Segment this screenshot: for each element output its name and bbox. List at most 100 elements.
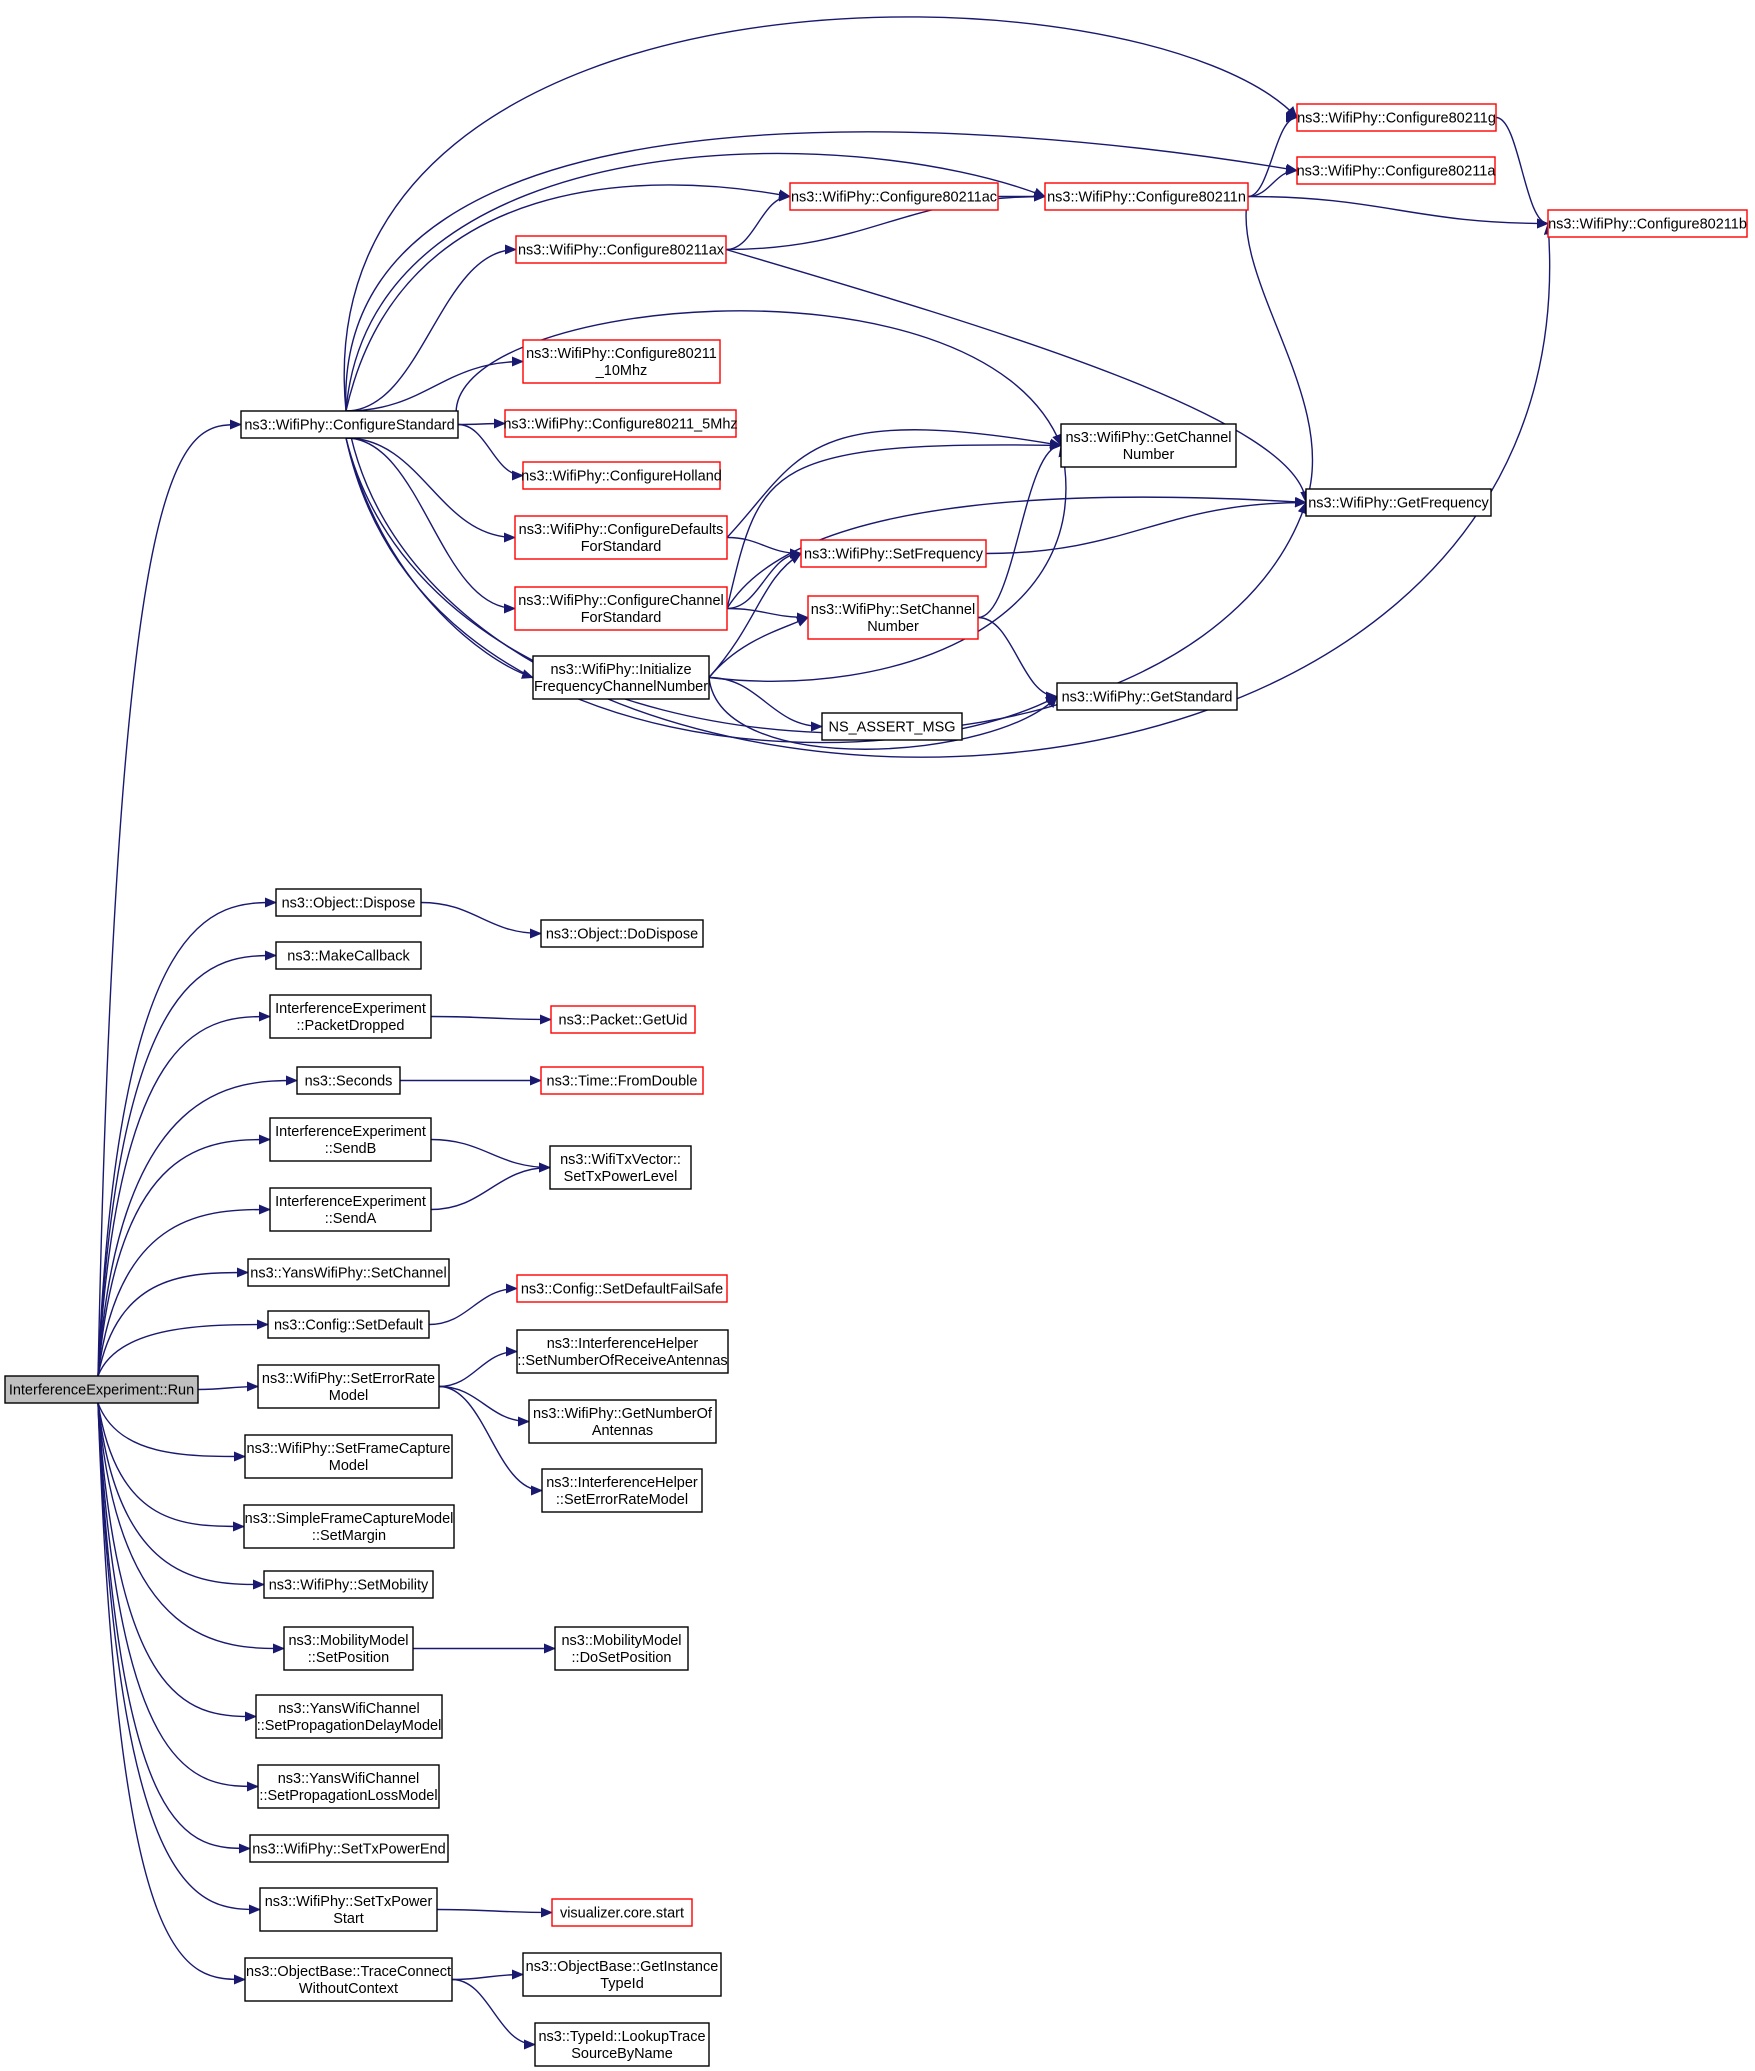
- node-setMobility[interactable]: ns3::WifiPhy::SetMobility: [263, 1570, 434, 1599]
- node-propDelay[interactable]: ns3::YansWifiChannel::SetPropagationDela…: [255, 1694, 443, 1739]
- node-box[interactable]: [515, 235, 727, 264]
- node-sendA[interactable]: InterferenceExperiment::SendA: [269, 1187, 432, 1232]
- node-box[interactable]: [1547, 209, 1748, 238]
- node-box[interactable]: [514, 515, 728, 560]
- node-box[interactable]: [269, 1117, 432, 1162]
- node-sendB[interactable]: InterferenceExperiment::SendB: [269, 1117, 432, 1162]
- node-c80211ac[interactable]: ns3::WifiPhy::Configure80211ac: [789, 182, 999, 211]
- node-box[interactable]: [296, 1066, 401, 1095]
- node-box[interactable]: [259, 1887, 438, 1932]
- node-box[interactable]: [1296, 156, 1496, 185]
- node-box[interactable]: [255, 1694, 443, 1739]
- node-box[interactable]: [821, 712, 963, 741]
- node-box[interactable]: [263, 1570, 434, 1599]
- node-packetDropped[interactable]: InterferenceExperiment::PacketDropped: [269, 994, 432, 1039]
- node-box[interactable]: [541, 1468, 703, 1513]
- node-run[interactable]: InterferenceExperiment::Run: [4, 1375, 199, 1404]
- node-box[interactable]: [269, 994, 432, 1039]
- node-box[interactable]: [540, 1066, 704, 1095]
- node-configureStandard[interactable]: ns3::WifiPhy::ConfigureStandard: [240, 410, 459, 439]
- node-box[interactable]: [522, 461, 721, 490]
- node-failSafe[interactable]: ns3::Config::SetDefaultFailSafe: [516, 1274, 728, 1303]
- node-box[interactable]: [243, 1504, 455, 1549]
- node-getFreq[interactable]: ns3::WifiPhy::GetFrequency: [1305, 488, 1492, 517]
- node-box[interactable]: [540, 919, 704, 948]
- node-box[interactable]: [789, 182, 999, 211]
- node-seconds[interactable]: ns3::Seconds: [296, 1066, 401, 1095]
- node-box[interactable]: [244, 1434, 453, 1479]
- node-assertMsg[interactable]: NS_ASSERT_MSG: [821, 712, 963, 741]
- node-box[interactable]: [528, 1399, 717, 1444]
- node-box[interactable]: [514, 586, 728, 631]
- node-box[interactable]: [522, 1952, 722, 1997]
- node-fromDouble[interactable]: ns3::Time::FromDouble: [540, 1066, 704, 1095]
- node-box[interactable]: [550, 1005, 696, 1034]
- node-box[interactable]: [1056, 682, 1238, 711]
- node-box[interactable]: [504, 409, 737, 438]
- node-box[interactable]: [549, 1145, 692, 1190]
- node-ihErrorRate[interactable]: ns3::InterferenceHelper::SetErrorRateMod…: [541, 1468, 703, 1513]
- node-box[interactable]: [283, 1626, 414, 1671]
- node-setPosition[interactable]: ns3::MobilityModel::SetPosition: [283, 1626, 414, 1671]
- node-propLoss[interactable]: ns3::YansWifiChannel::SetPropagationLoss…: [257, 1764, 440, 1809]
- node-holland[interactable]: ns3::WifiPhy::ConfigureHolland: [521, 461, 722, 490]
- node-box[interactable]: [1296, 103, 1497, 132]
- node-dispose[interactable]: ns3::Object::Dispose: [275, 888, 422, 917]
- node-c80211a[interactable]: ns3::WifiPhy::Configure80211a: [1296, 156, 1497, 185]
- node-box[interactable]: [269, 1187, 432, 1232]
- node-makeCallback[interactable]: ns3::MakeCallback: [275, 941, 422, 970]
- node-box[interactable]: [275, 888, 422, 917]
- node-setErrorRate[interactable]: ns3::WifiPhy::SetErrorRateModel: [257, 1364, 440, 1409]
- node-box[interactable]: [257, 1364, 440, 1409]
- node-box[interactable]: [4, 1375, 199, 1404]
- node-box[interactable]: [807, 595, 979, 640]
- node-doSetPosition[interactable]: ns3::MobilityModel::DoSetPosition: [554, 1626, 689, 1671]
- node-box[interactable]: [1060, 423, 1237, 468]
- node-c10mhz[interactable]: ns3::WifiPhy::Configure80211_10Mhz: [522, 339, 721, 384]
- node-setFreq[interactable]: ns3::WifiPhy::SetFrequency: [800, 539, 987, 568]
- node-box[interactable]: [275, 941, 422, 970]
- node-box[interactable]: [257, 1764, 440, 1809]
- node-box[interactable]: [249, 1834, 449, 1863]
- node-box[interactable]: [516, 1274, 728, 1303]
- node-box[interactable]: [554, 1626, 689, 1671]
- node-box[interactable]: [534, 2022, 710, 2067]
- node-box[interactable]: [240, 410, 459, 439]
- node-txPowerEnd[interactable]: ns3::WifiPhy::SetTxPowerEnd: [249, 1834, 449, 1863]
- node-configSetDefault[interactable]: ns3::Config::SetDefault: [267, 1310, 430, 1339]
- node-txPowerLevel[interactable]: ns3::WifiTxVector::SetTxPowerLevel: [549, 1145, 692, 1190]
- node-box[interactable]: [551, 1898, 693, 1927]
- node-setMargin[interactable]: ns3::SimpleFrameCaptureModel::SetMargin: [243, 1504, 455, 1549]
- node-recvAntennas[interactable]: ns3::InterferenceHelper::SetNumberOfRece…: [516, 1329, 729, 1374]
- node-box[interactable]: [267, 1310, 430, 1339]
- node-getStandard[interactable]: ns3::WifiPhy::GetStandard: [1056, 682, 1238, 711]
- node-c80211b[interactable]: ns3::WifiPhy::Configure80211b: [1547, 209, 1748, 238]
- node-box[interactable]: [247, 1258, 450, 1287]
- node-defaults[interactable]: ns3::WifiPhy::ConfigureDefaultsForStanda…: [514, 515, 728, 560]
- node-c80211g[interactable]: ns3::WifiPhy::Configure80211g: [1296, 103, 1497, 132]
- node-initFreq[interactable]: ns3::WifiPhy::InitializeFrequencyChannel…: [532, 655, 710, 700]
- node-box[interactable]: [800, 539, 987, 568]
- node-doDispose[interactable]: ns3::Object::DoDispose: [540, 919, 704, 948]
- node-yansSetChannel[interactable]: ns3::YansWifiPhy::SetChannel: [247, 1258, 450, 1287]
- node-c5mhz[interactable]: ns3::WifiPhy::Configure80211_5Mhz: [503, 409, 738, 438]
- node-box[interactable]: [244, 1957, 453, 2002]
- node-box[interactable]: [532, 655, 710, 700]
- node-vizStart[interactable]: visualizer.core.start: [551, 1898, 693, 1927]
- node-getUid[interactable]: ns3::Packet::GetUid: [550, 1005, 696, 1034]
- node-chanForStd[interactable]: ns3::WifiPhy::ConfigureChannelForStandar…: [514, 586, 728, 631]
- node-c80211ax[interactable]: ns3::WifiPhy::Configure80211ax: [515, 235, 727, 264]
- node-traceConnect[interactable]: ns3::ObjectBase::TraceConnectWithoutCont…: [244, 1957, 453, 2002]
- node-box[interactable]: [1044, 182, 1249, 211]
- node-c80211n[interactable]: ns3::WifiPhy::Configure80211n: [1044, 182, 1249, 211]
- node-box[interactable]: [522, 339, 721, 384]
- node-box[interactable]: [516, 1329, 729, 1374]
- node-box[interactable]: [1305, 488, 1492, 517]
